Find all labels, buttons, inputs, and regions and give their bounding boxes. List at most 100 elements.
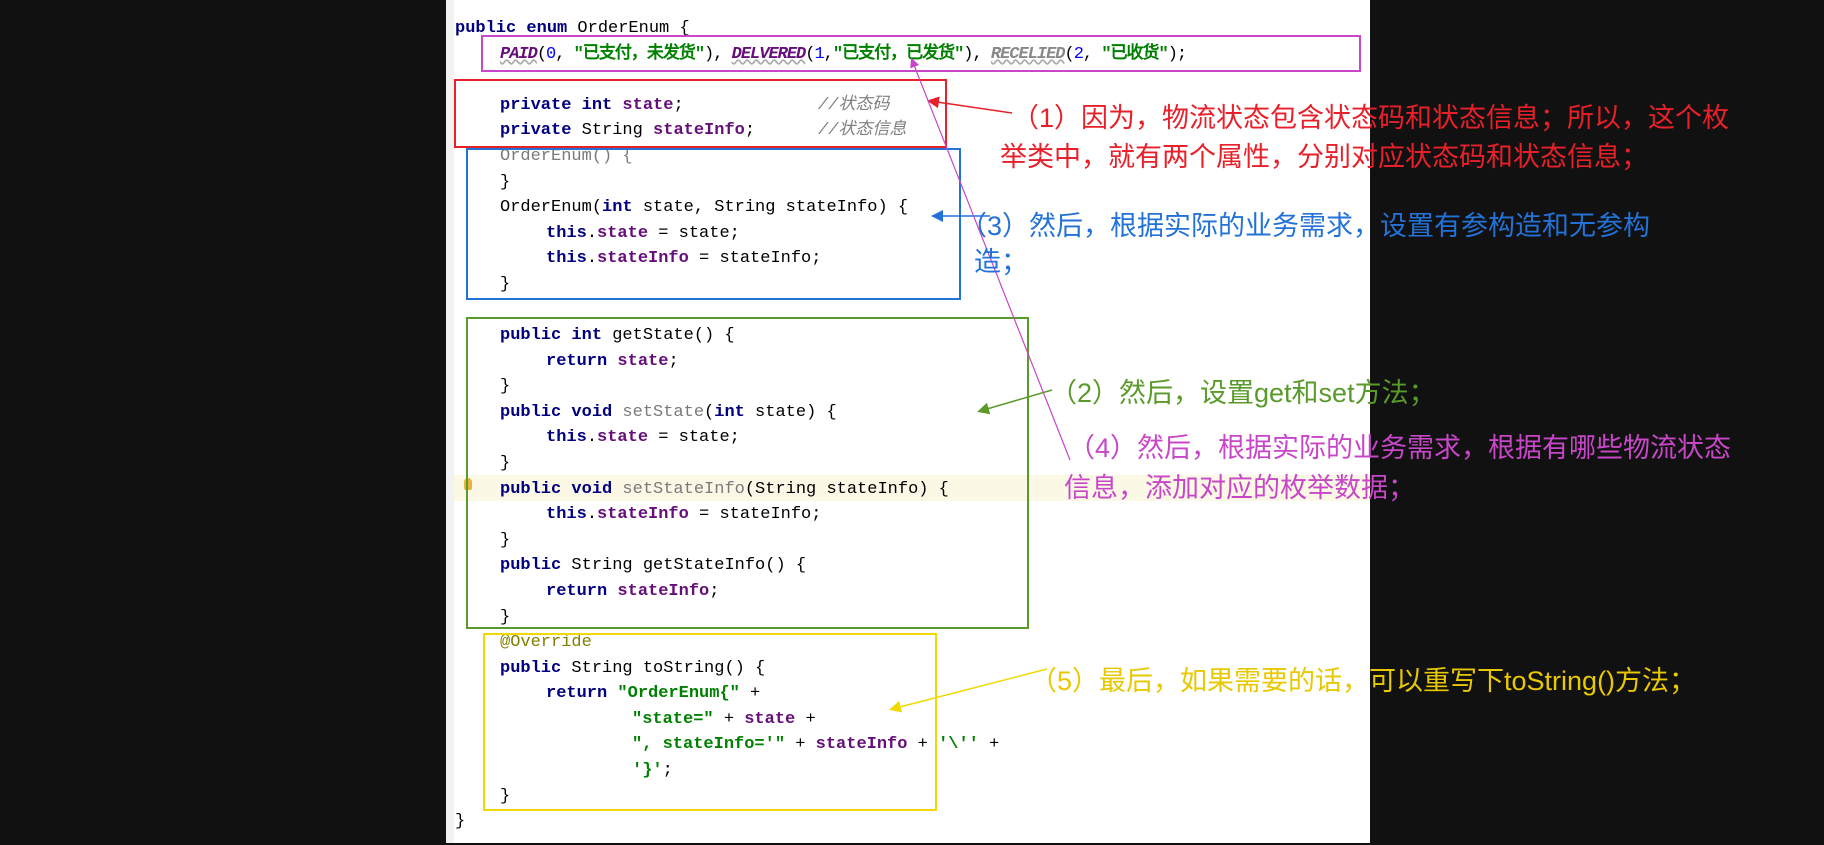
code-text: ( <box>805 45 815 64</box>
note-4-line: 信息，添加对应的枚举数据； <box>1064 473 1415 503</box>
keyword: this <box>546 428 587 447</box>
magenta-arrow <box>910 57 1071 461</box>
code-line: public String toString() { <box>500 658 765 680</box>
code-text: (String stateInfo) { <box>744 480 949 499</box>
enum-const: DELVERED <box>731 45 807 64</box>
code-text: . <box>586 224 598 243</box>
note-2: （2）然后，设置get和set方法； <box>1050 378 1436 408</box>
code-text: ; <box>662 761 673 780</box>
keyword: this <box>546 224 587 243</box>
code-line: return stateInfo; <box>546 581 719 603</box>
method-name: setState <box>622 403 705 422</box>
yellow-arrow <box>889 668 1048 713</box>
keyword: private <box>500 121 582 140</box>
code-text: ), <box>963 45 991 64</box>
code-text: , <box>823 45 834 64</box>
lightbulb-icon[interactable] <box>464 478 472 490</box>
code-line: } <box>500 275 511 294</box>
keyword: public enum <box>455 19 578 38</box>
keyword: return <box>546 582 618 601</box>
keyword: int <box>714 403 745 422</box>
code-line: this.state = state; <box>546 427 740 449</box>
code-line: } <box>500 608 511 627</box>
code-text: state, String stateInfo) { <box>632 198 909 217</box>
string: "OrderEnum{" <box>617 684 740 703</box>
note-1: （1）因为，物流状态包含状态码和状态信息；所以，这个枚 举类中，就有两个属性，分… <box>1000 100 1730 175</box>
code-text: + <box>978 735 1000 754</box>
code-text: String toString() { <box>571 659 766 678</box>
enum-const: RECELIED <box>990 45 1066 64</box>
code-text: OrderEnum { <box>577 19 690 38</box>
code-text: + <box>785 735 816 754</box>
keyword: this <box>546 249 587 268</box>
field: state <box>597 428 649 447</box>
code-line: public enum OrderEnum { <box>455 18 690 40</box>
code-text: + <box>907 735 939 754</box>
code-line: } <box>500 377 511 396</box>
note-1-line: （1）因为，物流状态包含状态码和状态信息；所以，这个枚 <box>1012 103 1730 133</box>
code-line: this.stateInfo = stateInfo; <box>546 248 821 270</box>
code-text: , <box>1082 45 1102 64</box>
string: '\'' <box>938 735 979 754</box>
enum-values-highlight-box <box>481 35 1361 72</box>
keyword: this <box>546 505 587 524</box>
code-text: = stateInfo; <box>688 505 822 524</box>
code-line: ", stateInfo='" + stateInfo + '\'' + <box>632 734 999 756</box>
string: "已支付，未发货" <box>573 45 705 64</box>
code-text: ( <box>1064 45 1075 64</box>
field: state <box>597 224 649 243</box>
code-text: + <box>739 684 761 703</box>
current-line-highlight <box>454 475 1370 501</box>
field: stateInfo <box>617 582 710 601</box>
code-text: + <box>795 710 816 729</box>
code-line: private int state;//状态码 <box>500 95 889 117</box>
keyword: public void <box>500 403 623 422</box>
keyword: public <box>500 659 572 678</box>
number: 0 <box>546 45 556 64</box>
code-text: ; <box>673 96 684 115</box>
code-line: } <box>455 812 466 831</box>
code-line: } <box>500 173 511 192</box>
annotation: @Override <box>500 633 592 652</box>
note-5: （5）最后，如果需要的话，可以重写下toString()方法； <box>1030 666 1697 696</box>
code-text: ; <box>744 121 756 140</box>
code-text: + <box>713 710 745 729</box>
field: stateInfo <box>597 505 689 524</box>
code-text: String <box>581 121 654 140</box>
keyword: public <box>500 556 572 575</box>
code-line: this.state = state; <box>546 223 740 245</box>
code-text: . <box>586 249 598 268</box>
code-line: '}'; <box>632 760 673 782</box>
field: stateInfo <box>815 735 908 754</box>
code-line: public String getStateInfo() { <box>500 555 806 577</box>
constructors-highlight-box <box>466 148 961 300</box>
code-line: public void setStateInfo(String stateInf… <box>500 479 949 501</box>
note-1-line: 举类中，就有两个属性，分别对应状态码和状态信息； <box>1000 142 1648 172</box>
code-text: . <box>586 428 598 447</box>
code-text: OrderEnum( <box>500 198 603 217</box>
number: 1 <box>814 45 824 64</box>
keyword: int <box>602 198 633 217</box>
code-text: ; <box>709 582 720 601</box>
tostring-highlight-box <box>483 633 937 811</box>
code-text: , <box>555 45 574 64</box>
code-line: } <box>500 531 511 550</box>
code-text: ), <box>704 45 732 64</box>
code-text: String getStateInfo() { <box>571 556 807 575</box>
string: "已支付，已发货" <box>832 45 964 64</box>
code-line: "state=" + state + <box>632 709 816 731</box>
code-line: this.stateInfo = stateInfo; <box>546 504 821 526</box>
field: state <box>617 352 669 371</box>
code-text: ( <box>536 45 547 64</box>
comment: //状态信息 <box>818 121 907 140</box>
string: "已收货" <box>1101 45 1168 64</box>
keyword: public int <box>500 326 613 345</box>
field: stateInfo <box>653 121 745 140</box>
code-text: getState() { <box>612 326 735 345</box>
code-line: OrderEnum(int state, String stateInfo) { <box>500 197 908 219</box>
enum-const: PAID <box>500 45 538 64</box>
code-text: = stateInfo; <box>688 249 822 268</box>
field: state <box>622 96 674 115</box>
number: 2 <box>1073 45 1084 64</box>
